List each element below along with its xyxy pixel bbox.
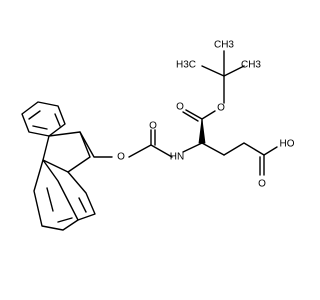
ester-carbonyl-bond	[185, 109, 203, 120]
stereo-wedge	[198, 118, 206, 144]
methyl-2-label: CH3	[241, 60, 261, 71]
lower-ring-double-bond-3	[57, 217, 73, 223]
five-membered-ring	[42, 131, 91, 173]
acid-carbonyl-oxygen-label: O	[258, 179, 266, 190]
upper-ring-double-bond-3	[32, 125, 48, 130]
molecule-canvas: H3C CH3 CH3 O O O O HN HO O	[21, 39, 295, 231]
side-chain-bonds	[223, 142, 265, 156]
upper-ring-double-bond-2	[54, 113, 61, 127]
carbamate-backbone	[128, 144, 173, 158]
lower-ring-double-bond-2	[78, 197, 87, 213]
carbamate-ether-oxygen-label: O	[117, 152, 125, 163]
fluorenyl-group	[21, 101, 96, 231]
upper-benzene-ring	[21, 101, 66, 137]
amide-nh-label: HN	[170, 152, 184, 163]
glutamic-acid-backbone	[182, 118, 278, 176]
tert-butyl-ester	[182, 50, 245, 122]
acid-oh-bond	[263, 146, 278, 156]
carbamate-carbonyl-oxygen-label: O	[149, 121, 157, 132]
n-to-alpha-carbon-bond	[182, 142, 203, 153]
acid-oh-label: HO	[280, 139, 295, 150]
methyl-3-label: CH3	[214, 40, 234, 51]
methyl-1-bond	[201, 65, 225, 77]
ester-oxygen-bond	[201, 110, 216, 120]
ester-carbonyl-oxygen-label: O	[176, 102, 184, 113]
lower-ring-double-bond-1	[46, 187, 54, 212]
carbamate-group	[79, 129, 173, 158]
alpha-to-side-chain-bond	[201, 142, 225, 156]
lower-benzene-ring-outline	[33, 159, 79, 231]
ester-oxygen-label: O	[217, 103, 225, 114]
methyl-2-bond	[223, 65, 245, 77]
lower-ring-right-edge	[67, 171, 96, 221]
fluorenylmethyl-linker	[79, 131, 113, 158]
structural-formula: H3C CH3 CH3 O O O O HN HO O	[21, 40, 295, 231]
ester-carbonyl-double-bond	[182, 111, 199, 122]
methyl-1-label: H3C	[176, 60, 196, 71]
upper-ring-double-bond-1	[28, 110, 41, 120]
